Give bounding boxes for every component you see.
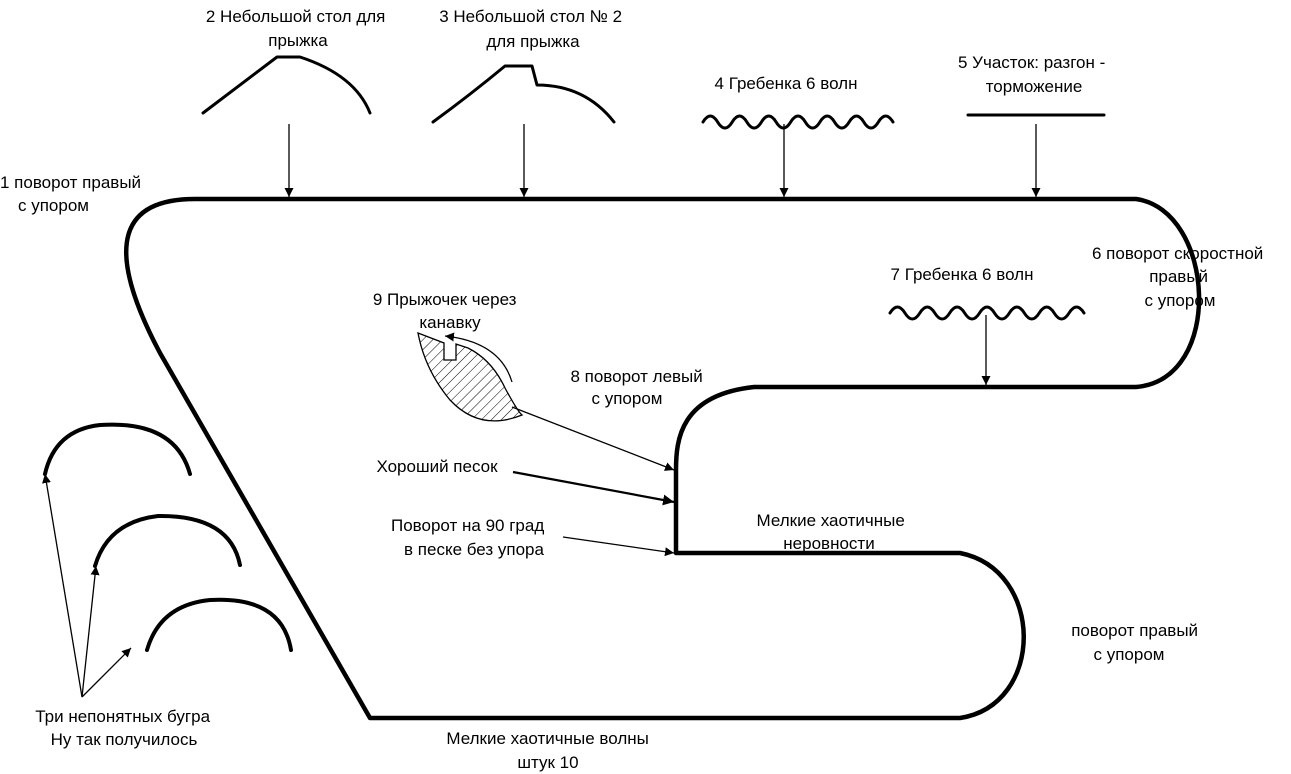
ditch-jump-arc-arrow xyxy=(444,332,513,383)
label-turn-1: 1 поворот правый с упором xyxy=(0,173,146,215)
label-good-sand: Хороший песок xyxy=(376,457,498,476)
label-turn-8: 8 поворот левый с упором xyxy=(570,367,707,408)
table-jump-2-shape xyxy=(431,64,616,124)
label-table-2: 2 Небольшой стол для прыжка xyxy=(206,7,390,50)
table-jump-1-shape xyxy=(201,55,372,115)
label-comb-4: 4 Гребенка 6 волн xyxy=(715,74,858,93)
good-sand-arrow xyxy=(512,470,675,506)
label-table-3: 3 Небольшой стол № 2 для прыжка xyxy=(439,7,627,51)
ditch-jump-shape xyxy=(417,331,524,422)
bump-3 xyxy=(145,597,293,652)
comb-wave-1 xyxy=(701,114,895,130)
bump-1-arrow xyxy=(42,473,83,698)
bump-2-arrow xyxy=(81,565,100,698)
label-turn-right-bottom: поворот правый с упором xyxy=(1071,621,1203,664)
label-section-5: 5 Участок: разгон - торможение xyxy=(958,53,1110,96)
label-turn-90: Поворот на 90 град в песке без упора xyxy=(391,516,549,559)
label-small-waves: Мелкие хаотичные волны штук 10 xyxy=(446,729,653,772)
label-comb-7: 7 Гребенка 6 волн xyxy=(891,265,1034,284)
turn90-arrow xyxy=(562,536,675,557)
bump-1 xyxy=(43,422,192,476)
track-outline xyxy=(124,196,1202,721)
label-small-bumps: Мелкие хаотичные неровности xyxy=(756,511,909,553)
label-jump-9: 9 Прыжочек через канавку xyxy=(373,290,521,332)
bump-3-arrow xyxy=(81,647,132,698)
ditch-jump-arrow xyxy=(511,406,675,471)
label-three-bumps: Три непонятных бугра Ну так получилось xyxy=(35,707,215,749)
comb-wave-2 xyxy=(888,305,1086,321)
bump-2 xyxy=(93,513,242,568)
label-turn-6: 6 поворот скоростной правый с упором xyxy=(1092,244,1268,310)
